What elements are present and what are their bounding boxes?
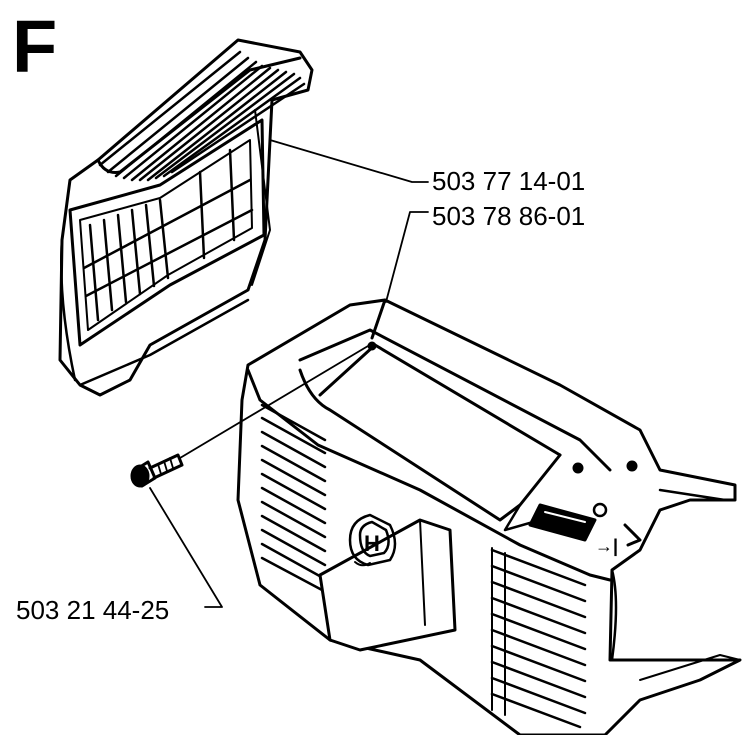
leader-lines [149,139,429,608]
air-filter-ribs [98,50,306,182]
cover-logo-letter: H [364,531,380,556]
air-filter-part [58,38,314,397]
leader-line-screw-axis [179,345,369,459]
leader-line-screw [149,487,223,608]
choke-symbol: →| [595,536,618,556]
part-number-screw: 503 21 44-25 [16,595,170,625]
part-number-cylinder-cover: 503 78 86-01 [432,201,586,231]
section-letter: F [12,5,58,88]
cover-vents-right [490,547,587,729]
cover-logo [348,513,397,567]
leader-line-cylinder-cover [385,211,429,303]
cylinder-cover-part: H →| [236,298,742,735]
cover-vents-left [260,403,327,592]
part-number-air-filter: 503 77 14-01 [432,166,586,196]
leader-line-air-filter [269,139,429,183]
screw-part [130,453,184,488]
air-filter-grid [82,148,254,322]
